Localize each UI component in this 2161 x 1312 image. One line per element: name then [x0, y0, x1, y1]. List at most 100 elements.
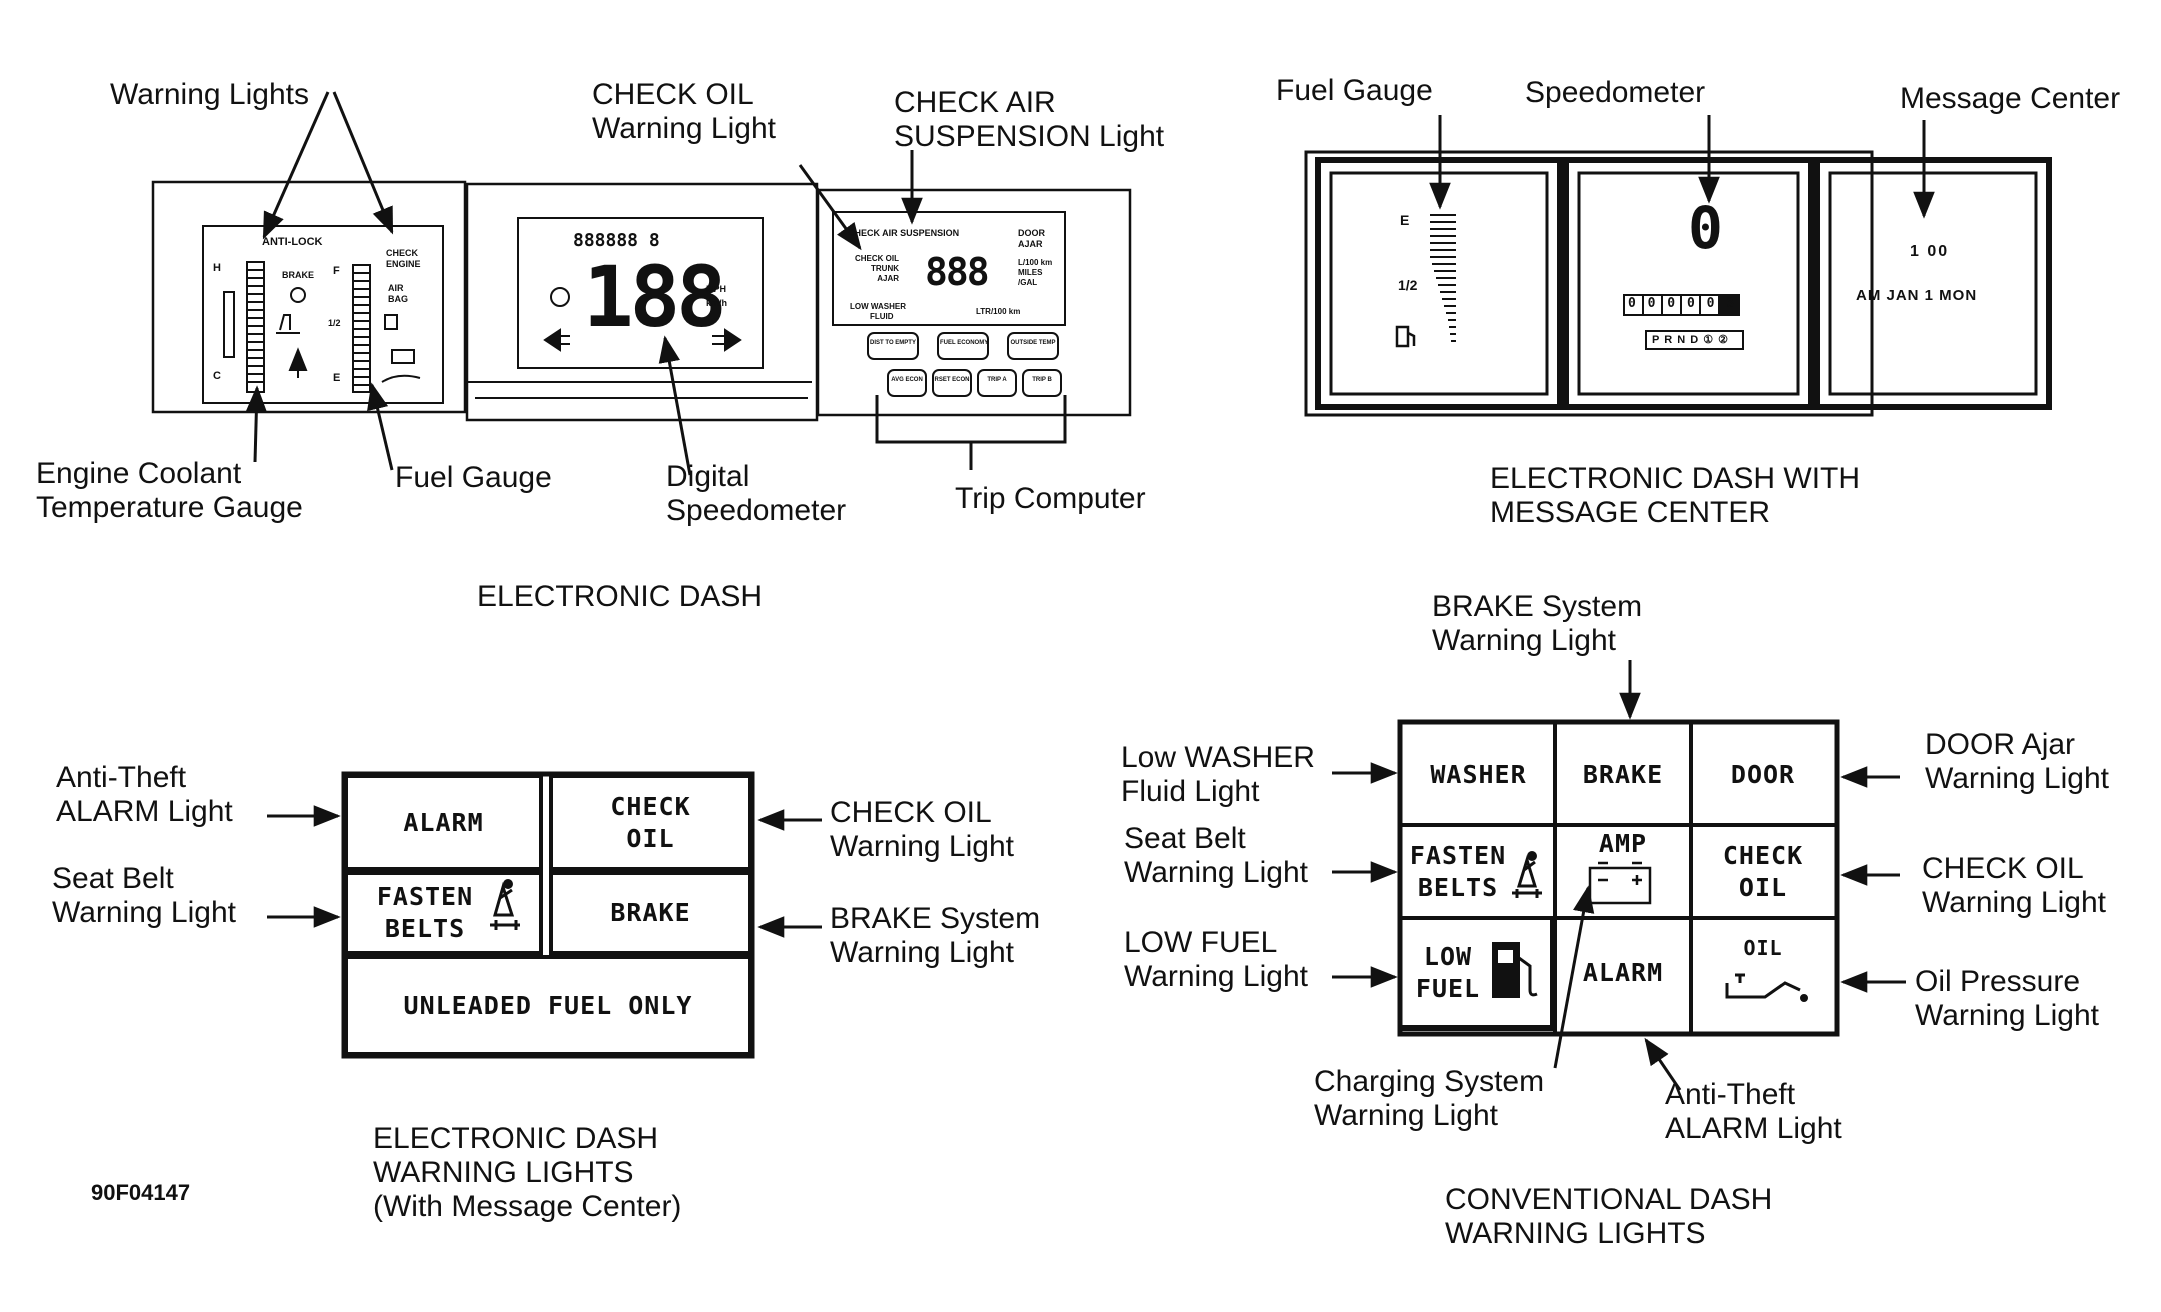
center-rail — [468, 381, 812, 399]
cwl-check-oil-label: CHECK OIL — [1691, 825, 1835, 918]
trip-button-avg-econ[interactable]: AVG ECON — [891, 377, 923, 383]
callout-cwl-door-ajar: DOOR Ajar Warning Light — [1925, 728, 2109, 796]
callout-mc-speedometer: Speedometer — [1525, 76, 1706, 109]
display-check-oil-trunk: CHECK OIL TRUNK AJAR — [855, 254, 899, 284]
callout-cwl-brake: BRAKE System Warning Light — [1432, 590, 1642, 658]
callout-engine-coolant: Engine Coolant Temperature Gauge — [36, 457, 303, 525]
display-check-air-suspension: CHECK AIR SUSPENSION — [848, 228, 960, 238]
arrow-digital-speedometer — [658, 335, 692, 476]
caption-cwl-line2: WARNING LIGHTS — [1445, 1217, 1706, 1250]
trip-button-trip-b[interactable]: TRIP B — [1032, 377, 1052, 383]
cwl-low-fuel-label: LOW FUEL — [1408, 918, 1488, 1028]
display-check-engine-line1: CHECK — [386, 248, 419, 258]
callout-fuel-gauge: Fuel Gauge — [395, 461, 552, 494]
callout-ewl-anti-theft-line2: ALARM Light — [56, 795, 233, 828]
display-gauge-c: C — [213, 370, 221, 382]
message-center-cluster — [1304, 115, 2052, 417]
message-window-outer — [1814, 157, 2052, 410]
ewl-oil-line: OIL — [626, 823, 675, 853]
headlight-icon — [550, 287, 570, 307]
caption-conventional-warning-lights: CONVENTIONAL DASH WARNING LIGHTS — [1445, 1183, 1772, 1251]
trip-button-trip-a[interactable]: TRIP A — [987, 377, 1007, 383]
arrow-check-oil — [798, 164, 862, 251]
callout-digital-speedometer-line1: Digital — [666, 460, 750, 493]
message-window-inner — [1828, 171, 2038, 396]
display-units-line2: MILES — [1018, 268, 1043, 277]
cwl-low-line: LOW — [1423, 942, 1473, 971]
callout-ewl-seat-belt-line2: Warning Light — [52, 896, 236, 929]
ewl-alarm-cell — [344, 774, 543, 871]
caption-ewl-line1: ELECTRONIC DASH — [373, 1122, 659, 1155]
display-low-washer-line2: FLUID — [870, 312, 894, 321]
coolant-gauge-bar — [223, 261, 265, 393]
display-low-washer: LOW WASHER FLUID — [850, 302, 906, 322]
callout-ewl-check-oil: CHECK OIL Warning Light — [830, 796, 1014, 864]
ewl-fasten-belts-label: FASTEN BELTS — [370, 873, 480, 953]
display-mc-fuel-e: E — [1400, 212, 1410, 228]
caption-ewl-line3: (With Message Center) — [373, 1190, 682, 1223]
ewl-checkoil-cell — [549, 774, 752, 871]
trip-computer-bracket — [875, 395, 1067, 470]
display-mc-speed: 0 — [1688, 194, 1723, 262]
battery-small-icon — [391, 349, 415, 364]
caption-electronic-warning-lights: ELECTRONIC DASH WARNING LIGHTS (With Mes… — [373, 1122, 681, 1224]
callout-ewl-check-oil-line2: Warning Light — [830, 830, 1014, 863]
cwl-brake-label: BRAKE — [1582, 759, 1664, 789]
cwl-check-line: CHECK — [1722, 840, 1804, 870]
callout-ewl-anti-theft: Anti-Theft ALARM Light — [56, 761, 233, 829]
ewl-alarm-label: ALARM — [403, 807, 484, 837]
electronic-warning-panel — [267, 771, 822, 1059]
display-door-line2: AJAR — [1018, 239, 1043, 249]
ewl-seatbelt-head-icon — [503, 879, 513, 889]
trip-button-outside-temp[interactable]: OUTSIDE TEMP — [1010, 340, 1056, 346]
trip-button-rset-econ[interactable]: RSET ECON — [934, 377, 970, 383]
cwl-fuel-line: FUEL — [1415, 974, 1481, 1003]
trip-button-dist-to-empty[interactable]: DIST TO EMPTY — [870, 340, 916, 346]
callout-cwl-oil-pressure-line2: Warning Light — [1915, 999, 2099, 1032]
callout-cwl-brake-line2: Warning Light — [1432, 624, 1616, 657]
arrow-warning-lights-right — [332, 91, 394, 235]
callout-cwl-low-washer: Low WASHER Fluid Light — [1121, 741, 1315, 809]
display-kmh: km/h — [706, 298, 728, 308]
callout-cwl-seat-belt-line1: Seat Belt — [1124, 822, 1246, 855]
display-units: L/100 km MILES /GAL — [1018, 258, 1052, 288]
cwl-lowfuel-border — [1400, 918, 1556, 1031]
display-gauge-e: E — [333, 372, 341, 384]
cwl-amp-label: AMP — [1598, 829, 1648, 858]
right-module-bezel — [816, 188, 1132, 417]
display-mph: MPH — [706, 284, 726, 294]
seatbelt-small-icon — [276, 314, 300, 334]
callout-check-air-line1: CHECK AIR — [894, 86, 1056, 119]
display-odometer: 888888 8 — [573, 230, 660, 251]
ewl-check-line: CHECK — [610, 791, 691, 821]
cluster-outer — [1304, 150, 1874, 417]
display-trunk-line: TRUNK — [871, 264, 899, 273]
electronic-dash-cluster — [151, 91, 1132, 476]
callout-cwl-low-washer-line2: Fluid Light — [1121, 775, 1260, 808]
ewl-fasten-line: FASTEN — [376, 882, 474, 911]
callout-ewl-seat-belt: Seat Belt Warning Light — [52, 862, 236, 930]
display-ltr-km: LTR/100 km — [976, 307, 1021, 316]
caption-message-center-dash: ELECTRONIC DASH WITH MESSAGE CENTER — [1490, 462, 1860, 530]
turn-left-arrow-icon — [543, 328, 570, 352]
display-speed: 188 — [583, 248, 727, 346]
callout-cwl-brake-line1: BRAKE System — [1432, 590, 1643, 623]
trip-button-fuel-economy[interactable]: FUEL ECONOMY — [940, 340, 989, 346]
arrow-fuel-gauge — [367, 382, 394, 471]
caption-mc-line1: ELECTRONIC DASH WITH — [1490, 462, 1861, 495]
callout-cwl-oil-pressure-line1: Oil Pressure — [1915, 965, 2081, 998]
cwl-belts-line: BELTS — [1417, 872, 1499, 902]
display-mc-date: AM JAN 1 MON — [1856, 287, 1978, 304]
display-anti-lock: ANTI-LOCK — [262, 236, 323, 248]
callout-cwl-charging: Charging System Warning Light — [1314, 1065, 1544, 1133]
cwl-seatbelt-head-icon — [1527, 851, 1537, 861]
arrow-cwl-anti-theft — [1644, 1037, 1682, 1091]
airbag-person-icon — [288, 347, 308, 378]
speedo-window-inner — [1577, 171, 1800, 396]
callout-digital-speedometer: Digital Speedometer — [666, 460, 846, 528]
display-air-bag: AIR BAG — [388, 283, 408, 305]
callout-mc-fuel-gauge: Fuel Gauge — [1276, 74, 1433, 107]
callout-cwl-charging-line2: Warning Light — [1314, 1099, 1498, 1132]
arrow-cwl-charging — [1553, 885, 1595, 1069]
callout-cwl-low-washer-line1: Low WASHER — [1121, 741, 1315, 774]
